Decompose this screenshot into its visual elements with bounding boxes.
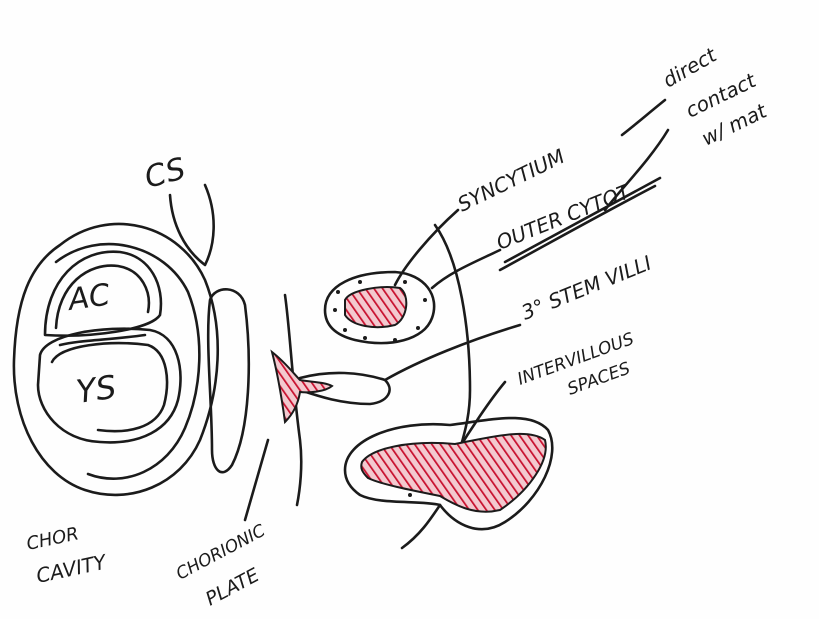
syncytium-arrow: [622, 100, 665, 135]
label-cs: CS: [141, 151, 189, 195]
label-ac: AC: [64, 277, 112, 318]
label-direct-contact-line1: direct: [659, 42, 722, 92]
label-stem-villi: 3° STEM VILLI: [518, 251, 655, 325]
label-chorionic-plate-line2: PLATE: [202, 564, 263, 610]
stem-villus-core-hatched: [272, 352, 332, 422]
label-chor-cavity-line1: CHOR: [25, 523, 81, 555]
lower-villus-base: [402, 505, 440, 548]
label-syncytium: SYNCYTIUM: [454, 144, 569, 216]
outer-cytot-leader: [432, 250, 500, 288]
stem-villi-leader: [385, 325, 520, 380]
chorionic-plate-pointer: [245, 440, 268, 520]
syncytium-divider-line: [435, 225, 470, 450]
label-ys: YS: [74, 368, 119, 411]
villus-core-hatched: [345, 287, 406, 327]
connecting-stalk: [170, 185, 214, 265]
label-chor-cavity-line2: CAVITY: [34, 549, 110, 588]
